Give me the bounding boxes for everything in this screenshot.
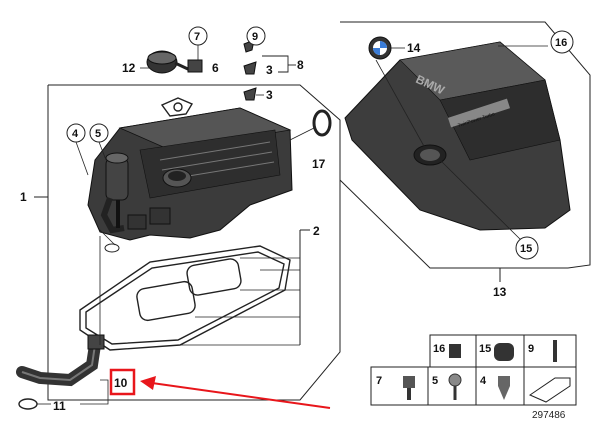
legend-stud-icon bbox=[498, 376, 510, 400]
clip-parts bbox=[187, 39, 296, 101]
legend-label-5: 5 bbox=[432, 375, 438, 387]
callout-17: 17 bbox=[312, 157, 326, 171]
engine-cover-group-frame bbox=[339, 21, 591, 282]
legend-label-15: 15 bbox=[479, 343, 491, 355]
valve-cover-part bbox=[87, 107, 293, 241]
vent-pipe-part bbox=[16, 229, 120, 410]
callout-10-bracket bbox=[80, 379, 109, 405]
callout-8: 8 bbox=[297, 58, 304, 72]
oil-filler-cap-part bbox=[146, 50, 191, 74]
engine-cover-leaders bbox=[375, 45, 548, 246]
callout-14: 14 bbox=[407, 41, 421, 55]
gasket-set bbox=[79, 245, 291, 351]
callout-13: 13 bbox=[493, 285, 507, 299]
highlighted-part-10[interactable]: 10 bbox=[109, 368, 136, 396]
gasket-leader-lines bbox=[180, 257, 300, 346]
legend-ball-stud-icon bbox=[448, 373, 462, 387]
callout-3a: 3 bbox=[266, 63, 273, 77]
callout-6: 6 bbox=[212, 61, 219, 75]
callout-3b: 3 bbox=[266, 88, 273, 102]
legend-numbers: 16 15 9 7 5 4 bbox=[376, 343, 534, 387]
callout-16: 16 bbox=[555, 37, 567, 49]
engine-cover-part: TwinPower Turbo BMW bbox=[344, 41, 571, 231]
callout-9: 9 bbox=[252, 31, 258, 43]
cap-seal-part bbox=[160, 97, 194, 117]
callout-1: 1 bbox=[20, 190, 27, 204]
legend-clip-icon bbox=[449, 344, 461, 358]
legend-label-7: 7 bbox=[376, 375, 382, 387]
callout-5: 5 bbox=[95, 128, 101, 140]
callout-11: 11 bbox=[53, 399, 66, 413]
callout-15: 15 bbox=[520, 243, 532, 255]
seal-ring-part bbox=[289, 109, 332, 141]
image-number: 297486 bbox=[532, 410, 566, 421]
callouts: 4 5 7 9 14 16 15 12 6 3 3 8 1 2 17 13 11 bbox=[20, 26, 574, 413]
callout-7: 7 bbox=[194, 31, 200, 43]
small-parts-legend bbox=[370, 334, 577, 406]
orientation-arrow-icon bbox=[528, 377, 571, 403]
legend-label-4: 4 bbox=[480, 375, 487, 387]
legend-bolt-icon bbox=[403, 376, 415, 388]
bmw-emblem-icon bbox=[368, 36, 405, 60]
callout-12: 12 bbox=[122, 61, 136, 75]
highlight-arrow-icon bbox=[140, 376, 331, 409]
legend-label-16: 16 bbox=[433, 343, 445, 355]
callout-4: 4 bbox=[72, 128, 79, 140]
callout-10: 10 bbox=[114, 376, 128, 390]
valve-cover-group-frame bbox=[34, 84, 341, 401]
legend-grommet-icon bbox=[494, 343, 514, 361]
callout-2: 2 bbox=[313, 224, 320, 238]
legend-label-9: 9 bbox=[528, 343, 534, 355]
